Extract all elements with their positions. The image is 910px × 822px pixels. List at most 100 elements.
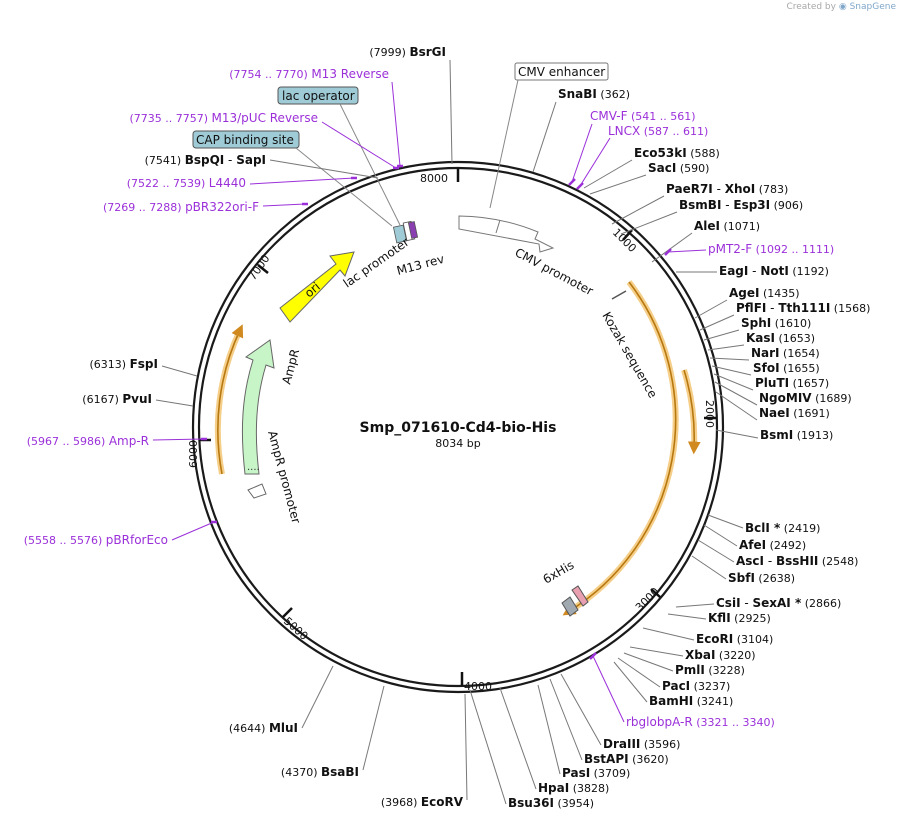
restriction-site-label[interactable]: PacI (3237)	[662, 679, 730, 693]
restriction-site-label[interactable]: SacI (590)	[648, 161, 709, 175]
plasmid-title-group: Smp_071610-Cd4-bio-His 8034 bp	[360, 420, 557, 450]
restriction-site-label[interactable]: KflI (2925)	[708, 611, 771, 625]
feature-box-cmv-enhancer[interactable]: CMV enhancer	[489, 62, 609, 209]
restriction-site-label[interactable]: SnaBI (362)	[558, 87, 630, 101]
leader-line	[703, 329, 740, 341]
leader-line	[532, 101, 557, 173]
primer-label[interactable]: (7269 .. 7288) pBR322ori-F	[103, 200, 259, 214]
plasmid-name: Smp_071610-Cd4-bio-His	[360, 420, 557, 436]
primer-label[interactable]: rbglobpA-R (3321 .. 3340)	[626, 715, 775, 729]
restriction-site-label[interactable]: EagI - NotI (1192)	[719, 264, 829, 278]
restriction-site-label[interactable]: (7999) BsrGI	[369, 45, 446, 59]
primer-label[interactable]: LNCX (587 .. 611)	[608, 124, 708, 138]
feature-orf-left[interactable]	[214, 324, 244, 475]
feature-lac-elements[interactable]	[392, 220, 419, 244]
restriction-site-label[interactable]: SbfI (2638)	[728, 571, 795, 585]
restriction-site-label[interactable]: (6313) FspI	[90, 357, 158, 371]
restriction-site-label[interactable]: AgeI (1435)	[729, 286, 800, 300]
leader-line	[579, 137, 611, 187]
restriction-site-label[interactable]: NaeI (1691)	[759, 406, 830, 420]
cap-site-label: CAP binding site	[196, 133, 294, 147]
restriction-site-label[interactable]: (7541) BspQI - SapI	[145, 153, 266, 167]
leader-line	[715, 429, 759, 439]
restriction-site-label[interactable]: PluTI (1657)	[755, 376, 829, 390]
watermark-brand: SnapGene	[849, 2, 896, 12]
feature-cmv-promoter[interactable]	[458, 215, 555, 253]
restriction-site-label[interactable]: (6167) PvuI	[82, 392, 152, 406]
leader-line	[583, 159, 633, 189]
restriction-site-label[interactable]: NgoMIV (1689)	[759, 391, 852, 405]
restriction-site-label[interactable]: (4370) BsaBI	[281, 765, 359, 779]
site-labels: SnaBI (362) Eco53kI (588)SacI (590) PaeR7I…	[24, 45, 871, 810]
restriction-site-label[interactable]: HpaI (3828)	[538, 781, 609, 795]
primer-label[interactable]: (5967 .. 5986) Amp-R	[27, 434, 149, 448]
restriction-site-label[interactable]: CsiI - SexAI * (2866)	[716, 596, 841, 610]
leader-line	[623, 652, 674, 672]
svg-text:....: ....	[247, 462, 260, 473]
leader-line	[269, 159, 379, 179]
restriction-site-label[interactable]: (4644) MluI	[229, 721, 298, 735]
primer-label[interactable]: pMT2-F (1092 .. 1111)	[708, 242, 834, 256]
primer-label[interactable]: (7735 .. 7757) M13/pUC Reverse	[129, 111, 318, 125]
watermark-prefix: Created by	[786, 2, 836, 12]
leader-line	[611, 195, 665, 225]
feature-ampr-promoter[interactable]: ....	[247, 462, 267, 499]
leader-line	[499, 687, 537, 790]
primer-marker	[568, 178, 576, 186]
restriction-site-label[interactable]: SfoI (1655)	[753, 361, 820, 375]
leader-line	[714, 381, 758, 406]
feature-kozak[interactable]	[611, 290, 627, 300]
restriction-site-label[interactable]: BsmBI - Esp3I (906)	[679, 198, 803, 212]
primer-label[interactable]: (5558 .. 5576) pBRforEco	[24, 533, 168, 547]
restriction-site-label[interactable]: AscI - BssHII (2548)	[736, 554, 858, 568]
feature-6xhis[interactable]	[571, 585, 589, 607]
leader-line	[707, 344, 745, 351]
feature-ori[interactable]	[279, 251, 355, 323]
feature-ampr[interactable]	[241, 339, 275, 475]
leader-line	[667, 613, 707, 620]
leader-line	[152, 438, 205, 441]
primer-label[interactable]: (7522 .. 7539) L4440	[127, 176, 246, 190]
restriction-site-label[interactable]: (3968) EcoRV	[381, 795, 464, 809]
restriction-site-label[interactable]: BstAPI (3620)	[584, 752, 669, 766]
leader-line	[709, 357, 750, 361]
lac-operator-label: lac operator	[282, 89, 355, 103]
restriction-site-label[interactable]: BsmI (1913)	[760, 428, 833, 442]
leader-line	[301, 665, 334, 729]
leader-line	[617, 657, 661, 688]
restriction-site-label[interactable]: NarI (1654)	[751, 346, 820, 360]
restriction-site-label[interactable]: DraIII (3596)	[603, 737, 680, 751]
restriction-site-label[interactable]: Eco53kI (588)	[634, 146, 720, 160]
leader-line	[161, 365, 198, 377]
restriction-site-label[interactable]: BamHI (3241)	[649, 694, 733, 708]
tick-label-4000: 4000	[464, 680, 492, 693]
restriction-site-label[interactable]: PasI (3709)	[562, 766, 630, 780]
restriction-site-label[interactable]: PmlI (3228)	[675, 663, 745, 677]
restriction-site-label[interactable]: AfeI (2492)	[739, 538, 806, 552]
feature-box-lac-operator[interactable]: lac operator	[277, 86, 401, 226]
restriction-site-label[interactable]: EcoRI (3104)	[696, 632, 773, 646]
leader-line	[571, 123, 593, 183]
leader-line	[262, 203, 306, 207]
primer-marker	[576, 182, 584, 190]
leader-line	[560, 673, 602, 746]
restriction-site-label[interactable]: PflFI - Tth111I (1568)	[736, 301, 870, 315]
primer-label[interactable]: (7754 .. 7770) M13 Reverse	[229, 67, 389, 81]
m13-rev-label: M13 rev	[395, 252, 446, 278]
restriction-site-label[interactable]: BclI * (2419)	[745, 521, 820, 535]
restriction-site-label[interactable]: PaeR7I - XhoI (783)	[666, 182, 788, 196]
feature-orf-right[interactable]	[562, 280, 701, 616]
primer-label[interactable]: CMV-F (541 .. 561)	[590, 109, 696, 123]
leader-line	[629, 646, 684, 657]
restriction-site-label[interactable]: KasI (1653)	[746, 331, 815, 345]
restriction-site-label[interactable]: AleI (1071)	[694, 219, 760, 233]
ampr-promoter-label: AmpR promoter	[265, 429, 303, 525]
restriction-site-label[interactable]: XbaI (3220)	[685, 648, 755, 662]
feature-polya[interactable]	[561, 596, 579, 617]
restriction-site-label[interactable]: SphI (1610)	[741, 316, 811, 330]
feature-box-cap-site[interactable]: CAP binding site	[192, 130, 393, 227]
leader-line	[537, 684, 561, 775]
leader-line	[620, 211, 678, 235]
restriction-site-label[interactable]: Bsu36I (3954)	[508, 796, 594, 810]
